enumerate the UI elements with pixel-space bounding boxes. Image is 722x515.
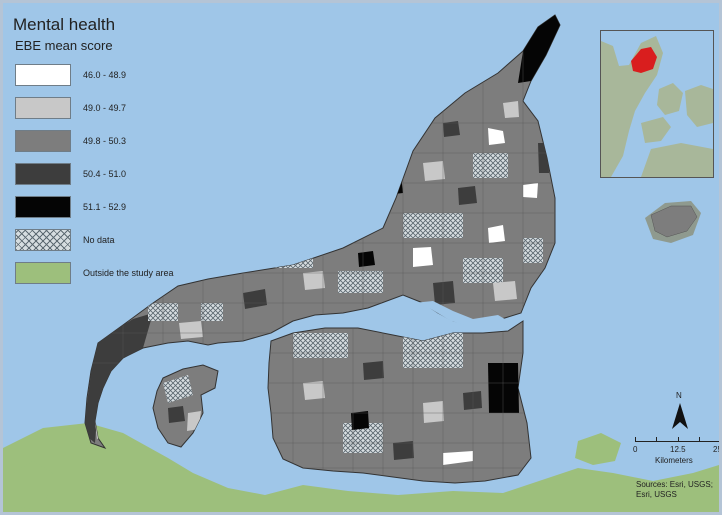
legend-item-46-48-9: 46.0 - 48.9 — [15, 64, 126, 86]
scale-label-mid: 12.5 — [670, 445, 686, 454]
scale-label-zero: 0 — [633, 445, 638, 454]
north-arrow: N — [670, 391, 690, 431]
legend-item-49-8-50-3: 49.8 - 50.3 — [15, 130, 126, 152]
legend-item-no-data: No data — [15, 229, 115, 251]
study-region-mors — [152, 364, 219, 448]
legend-swatch — [15, 196, 71, 218]
study-region-south — [267, 320, 532, 484]
legend-swatch — [15, 130, 71, 152]
north-arrow-icon — [672, 403, 688, 429]
scale-bar: 0 12.5 25 Kilometers — [625, 421, 722, 473]
sources-credit: Sources: Esri, USGS; Esri, USGS — [636, 480, 713, 500]
legend-label: No data — [83, 235, 115, 245]
north-label: N — [676, 391, 682, 400]
legend-label: 49.0 - 49.7 — [83, 103, 127, 113]
limfjord — [413, 301, 515, 329]
legend-item-outside-study-area: Outside the study area — [15, 262, 174, 284]
scale-line — [635, 441, 719, 442]
legend-label: 51.1 - 52.9 — [83, 202, 127, 212]
scale-label-end: 25 — [713, 445, 722, 454]
map-title: Mental health — [13, 15, 116, 34]
island-region — [650, 205, 698, 238]
legend-label: 50.4 - 51.0 — [83, 169, 127, 179]
map-canvas[interactable] — [3, 3, 719, 512]
scale-tick — [720, 437, 721, 442]
sources-line: Esri, USGS — [636, 490, 677, 499]
legend-swatch — [15, 64, 71, 86]
sources-line: Sources: Esri, USGS; — [636, 480, 713, 489]
legend-item-51-1-52-9: 51.1 - 52.9 — [15, 196, 126, 218]
legend-swatch — [15, 262, 71, 284]
scale-unit-label: Kilometers — [655, 456, 693, 465]
scale-tick — [656, 437, 657, 442]
legend-item-49-49-7: 49.0 - 49.7 — [15, 97, 126, 119]
legend-item-50-4-51: 50.4 - 51.0 — [15, 163, 126, 185]
overview-inset-map — [600, 30, 714, 178]
inset-map-graphic — [601, 31, 713, 177]
legend-label: 46.0 - 48.9 — [83, 70, 127, 80]
scale-tick — [678, 437, 679, 442]
legend-swatch — [15, 163, 71, 185]
legend-label: 49.8 - 50.3 — [83, 136, 127, 146]
legend-swatch — [15, 229, 71, 251]
map-subtitle: EBE mean score — [15, 38, 113, 53]
scale-tick — [699, 437, 700, 442]
legend-label: Outside the study area — [83, 268, 174, 278]
scale-tick — [635, 437, 636, 442]
legend-swatch — [15, 97, 71, 119]
